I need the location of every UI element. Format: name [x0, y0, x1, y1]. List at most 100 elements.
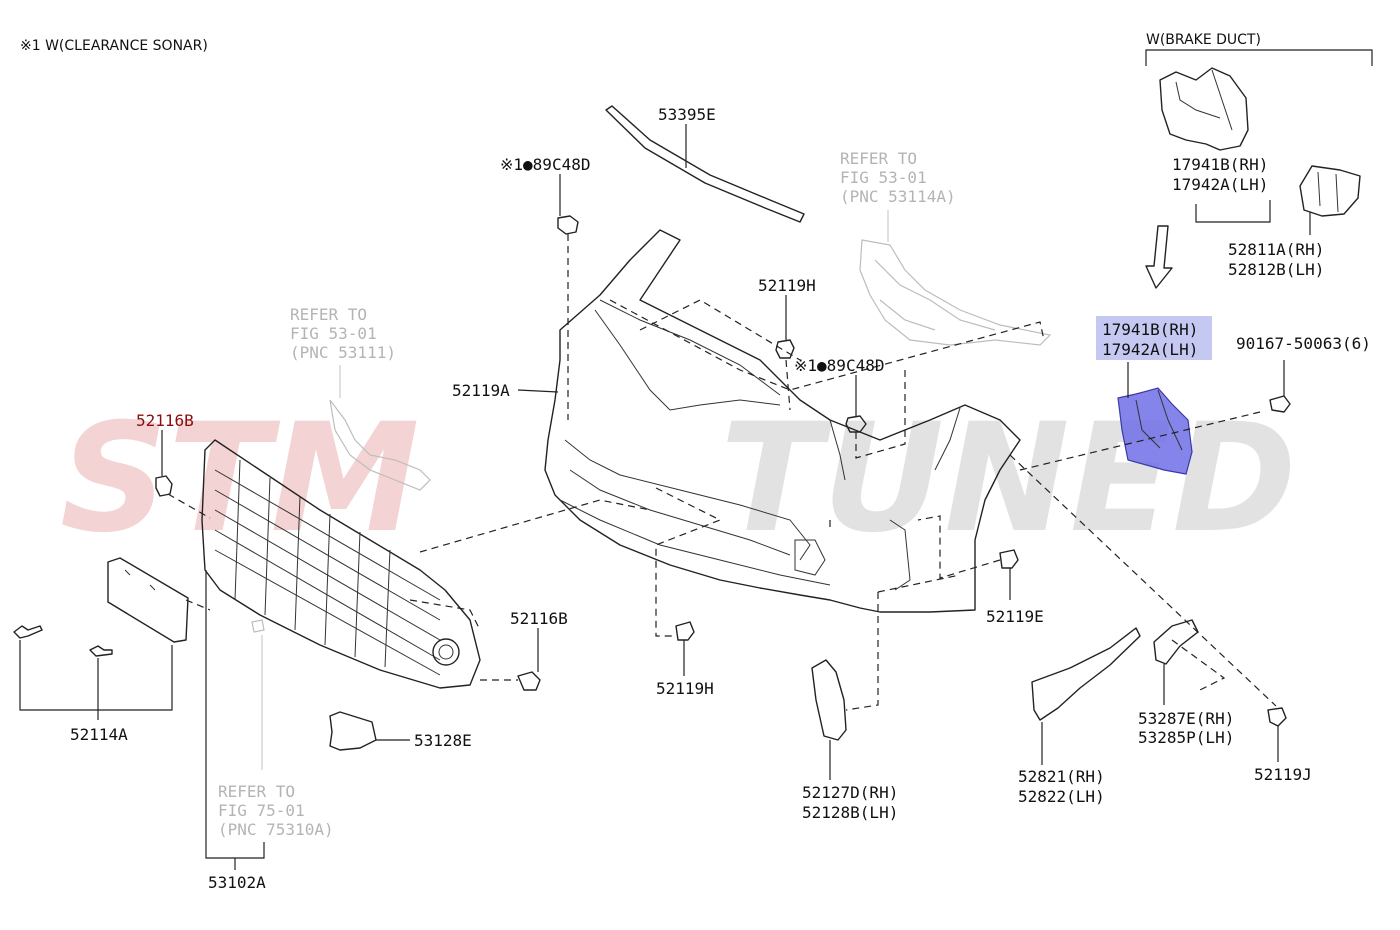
bracket-53128E	[329, 711, 377, 751]
label-52116B-left: 52116B	[136, 411, 194, 430]
label-52119H-bottom: 52119H	[656, 679, 714, 698]
brake-duct-top-17941B	[1159, 67, 1249, 151]
lower-grille-fog-inner	[438, 644, 454, 660]
leader-17941B-top	[1195, 200, 1271, 223]
ref-75310A-line1: REFER TO	[218, 782, 295, 801]
side-reflector-52127D	[811, 659, 847, 741]
bumper-cover-52119A	[544, 229, 1021, 613]
leaders	[161, 124, 1279, 870]
bumper-cover-side	[829, 407, 961, 591]
license-bracket-outline	[107, 557, 189, 643]
brake-duct-bracket	[1145, 49, 1373, 66]
dash-upper-grille-b	[639, 299, 801, 361]
label-89C48D-mid: ※1●89C48D	[794, 356, 884, 375]
brake-duct-exploded	[1145, 67, 1361, 289]
ghost-grille-upper	[859, 239, 1052, 346]
part-labels: 53395E ※1●89C48D 52119H ※1●89C48D 52119A…	[70, 105, 1371, 892]
ghost-clip	[251, 619, 265, 633]
label-89C48D-top: ※1●89C48D	[500, 155, 590, 174]
clip-89C48D-top	[557, 215, 579, 235]
dash-89C48D-mid	[855, 370, 906, 459]
label-17941B-highlight: 17941B(RH)	[1102, 320, 1198, 339]
label-53102A: 53102A	[208, 873, 266, 892]
label-52114A: 52114A	[70, 725, 128, 744]
ghost-emblem-left	[329, 399, 431, 491]
label-90167: 90167-50063(6)	[1236, 334, 1371, 353]
bumper-cover-outline	[544, 229, 1021, 613]
dash-upper-grille	[609, 299, 1045, 391]
canard-52821	[1031, 627, 1141, 721]
clearance-sonar-note: ※1 W(CLEARANCE SONAR)	[20, 38, 208, 54]
license-bracket-detail	[124, 569, 156, 591]
air-duct-52811A-detail	[1317, 171, 1339, 213]
ref-53114A-line2: FIG 53-01	[840, 168, 927, 187]
dash-brake-duct	[1019, 411, 1261, 471]
bumper-cover-lower-lip	[559, 499, 831, 586]
label-52821: 52821(RH)	[1018, 767, 1105, 786]
label-52822: 52822(LH)	[1018, 787, 1105, 806]
highlighted-brake-duct	[1096, 316, 1285, 475]
ref-53111-line1: REFER TO	[290, 305, 367, 324]
dash-grille-lower	[409, 599, 481, 631]
watermark-right: TUNED	[720, 392, 1297, 566]
clip-89C48D-mid	[845, 415, 867, 433]
bracket-53287E	[1153, 619, 1199, 665]
reference-notes: REFER TO FIG 53-01 (PNC 53111) REFER TO …	[218, 149, 956, 839]
label-52119H-top: 52119H	[758, 276, 816, 295]
screw-right	[89, 645, 113, 657]
assembly-lines	[167, 234, 1277, 711]
label-52812B: 52812B(LH)	[1228, 260, 1324, 279]
label-52119A: 52119A	[452, 381, 510, 400]
clip-52119H-bottom	[675, 621, 695, 641]
label-53128E: 53128E	[414, 731, 472, 750]
watermark: STM TUNED	[60, 392, 1297, 566]
bumper-cover-grille-opening	[564, 439, 811, 561]
ref-53111-line3: (PNC 53111)	[290, 343, 396, 362]
lower-grille-53102A	[201, 439, 481, 689]
label-52119E: 52119E	[986, 607, 1044, 626]
highlighted-duct-17941B	[1117, 387, 1193, 475]
clip-90167	[1269, 395, 1291, 413]
ref-53114A-line3: (PNC 53114A)	[840, 187, 956, 206]
air-duct-52811A	[1299, 165, 1361, 217]
label-52127D: 52127D(RH)	[802, 783, 898, 802]
label-17942A-top: 17942A(LH)	[1172, 175, 1268, 194]
upper-molding-53395E	[605, 105, 805, 223]
dash-grille-to-bumper	[419, 499, 651, 553]
ref-53114A-line1: REFER TO	[840, 149, 917, 168]
dash-reflector	[845, 592, 879, 711]
ref-75310A-line2: FIG 75-01	[218, 801, 305, 820]
label-52128B: 52128B(LH)	[802, 803, 898, 822]
clip-52119E	[999, 549, 1019, 569]
ghost-parts	[251, 210, 1052, 770]
dash-52119E	[917, 515, 1001, 579]
ref-75310A-line3: (PNC 75310A)	[218, 820, 334, 839]
dash-52119H-top	[785, 359, 791, 411]
label-53285P: 53285P(LH)	[1138, 728, 1234, 747]
ghost-grille-upper-detail	[874, 259, 996, 331]
license-bracket-52114A	[13, 557, 189, 720]
dash-52116B-left	[167, 493, 211, 519]
assembly-arrow	[1145, 225, 1173, 289]
label-17942A-highlight: 17942A(LH)	[1102, 340, 1198, 359]
dash-52119J	[1009, 454, 1277, 707]
dash-license	[185, 599, 211, 611]
label-53287E: 53287E(RH)	[1138, 709, 1234, 728]
dash-53287E	[1171, 639, 1226, 691]
lower-grille-outline	[201, 439, 481, 689]
label-52811A: 52811A(RH)	[1228, 240, 1324, 259]
dash-reflector-top	[877, 574, 961, 593]
leader-52119A	[517, 389, 559, 393]
clip-52119H-top	[775, 339, 795, 359]
clip-52116B-left	[155, 475, 173, 497]
label-17941B-top: 17941B(RH)	[1172, 155, 1268, 174]
clip-52119J	[1267, 707, 1287, 727]
ref-53111-line2: FIG 53-01	[290, 324, 377, 343]
highlight-label-box	[1096, 316, 1212, 360]
brake-duct-header: W(BRAKE DUCT)	[1146, 32, 1261, 48]
bumper-cover-fog-pocket	[794, 539, 826, 576]
lower-grille-fog-ring	[432, 638, 460, 666]
lower-grille-mesh-2	[234, 459, 391, 668]
brake-duct-top-detail	[1175, 69, 1233, 131]
